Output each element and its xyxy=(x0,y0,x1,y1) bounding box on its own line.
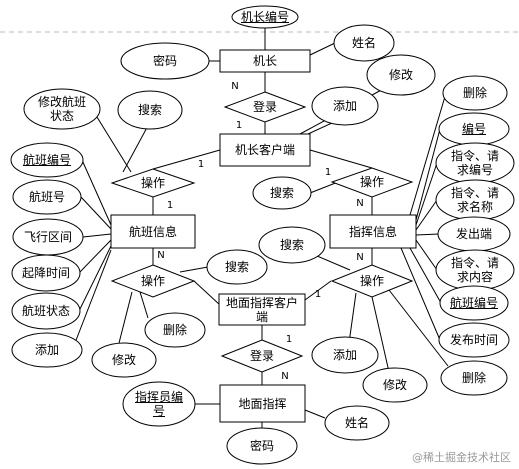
card-client-op-flight: 1 xyxy=(197,159,205,170)
attr-publish-time: 发布时间 xyxy=(449,333,498,347)
card-ground-op-command: 1 xyxy=(314,289,322,300)
attr-add-left: 添加 xyxy=(34,343,59,357)
attr-captain-name: 姓名 xyxy=(351,36,376,50)
relation-login-top: 登录 xyxy=(252,100,277,114)
attr-add-bottom-right: 添加 xyxy=(332,348,357,362)
relation-login-bottom: 登录 xyxy=(249,349,274,363)
attr-delete-top-right: 删除 xyxy=(462,86,487,100)
attr-command-request-name: 指令、请 求名称 xyxy=(450,186,499,214)
attr-flight-range: 飞行区间 xyxy=(23,230,72,244)
entity-ground-client: 地面指挥客户 端 xyxy=(225,295,298,324)
entity-captain: 机长 xyxy=(252,54,277,68)
attr-commander-name: 姓名 xyxy=(344,416,369,430)
relation-operate-ground-command: 操作 xyxy=(359,274,384,288)
attr-modify-left: 修改 xyxy=(111,353,136,367)
attr-delete-left: 删除 xyxy=(162,323,187,337)
card-top-login-client: 1 xyxy=(235,120,243,131)
attr-modify-flight-status: 修改航班 状态 xyxy=(37,95,86,123)
attr-command-flight-id: 航班编号 xyxy=(449,296,498,310)
connector-lines xyxy=(72,28,449,428)
attr-captain-id: 机长编号 xyxy=(240,10,289,24)
attr-add-top-right: 添加 xyxy=(332,99,357,113)
relation-operate-ground-flight: 操作 xyxy=(140,274,165,288)
entity-flight-info: 航班信息 xyxy=(128,224,177,239)
card-flight-op-ground: N xyxy=(157,250,165,261)
attr-command-request-content: 指令、请 求内容 xyxy=(450,256,499,284)
attr-sender: 发出端 xyxy=(455,227,492,241)
attr-flight-no: 航班号 xyxy=(28,190,65,204)
entity-boxes xyxy=(110,49,417,423)
relation-operate-flight: 操作 xyxy=(140,176,165,190)
watermark-text: @稀土掘金技术社区 xyxy=(412,451,511,464)
entity-ground-commander: 地面指挥 xyxy=(238,396,287,411)
attr-modify-top-right: 修改 xyxy=(388,68,413,82)
attr-commander-password: 密码 xyxy=(249,439,274,453)
attr-search-mid-left: 搜索 xyxy=(224,260,249,274)
attr-takeoff-landing-time: 起降时间 xyxy=(21,266,70,280)
entity-command-info: 指挥信息 xyxy=(348,224,397,239)
attr-delete-bottom-right: 删除 xyxy=(461,371,486,385)
relation-operate-command: 操作 xyxy=(359,175,384,189)
attr-captain-password: 密码 xyxy=(152,54,177,68)
attr-command-id: 编号 xyxy=(461,122,486,136)
attr-search-right: 搜索 xyxy=(269,186,294,200)
card-op-flight-entity: 1 xyxy=(166,200,174,211)
card-op-command-entity: N xyxy=(356,198,364,209)
attr-search-top-left: 搜索 xyxy=(137,103,162,117)
relation-diamonds xyxy=(110,91,414,373)
card-client-op-command: 1 xyxy=(324,167,332,178)
card-command-op-ground: N xyxy=(356,252,364,263)
entity-captain-client: 机长客户端 xyxy=(234,143,295,157)
card-top-login-captain: N xyxy=(231,81,239,92)
card-bottom-login-client: 1 xyxy=(285,334,293,345)
attr-commander-id: 指挥员编 号 xyxy=(134,390,183,418)
attr-flight-status: 航班状态 xyxy=(21,304,70,318)
attr-flight-id: 航班编号 xyxy=(22,153,71,167)
attr-modify-bottom-right: 修改 xyxy=(382,378,407,392)
attribute-ellipses xyxy=(10,5,515,465)
attr-command-request-id: 指令、请 求编号 xyxy=(450,149,499,177)
card-bottom-login-commander: N xyxy=(281,371,289,382)
attr-search-mid-right: 搜索 xyxy=(279,238,304,252)
